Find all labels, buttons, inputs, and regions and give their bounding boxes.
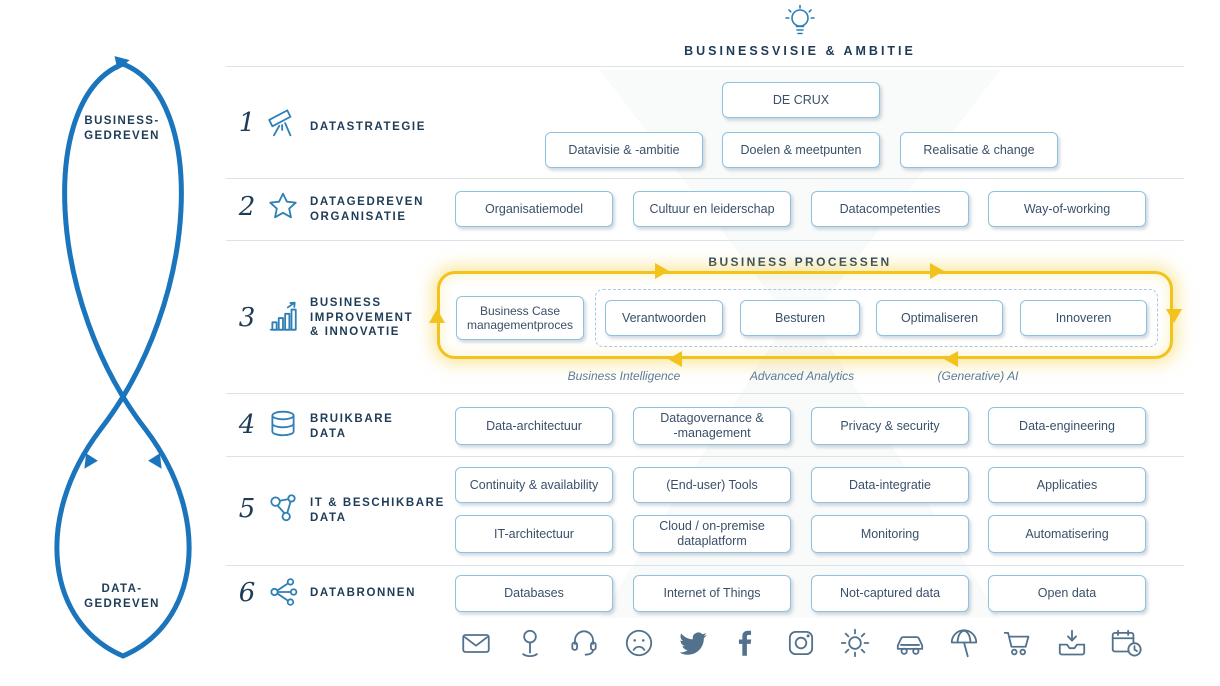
box-realisatie-change: Realisatie & change	[900, 132, 1058, 168]
sad-face-icon	[622, 626, 656, 660]
separator	[226, 565, 1184, 566]
infinity-loop-graphic	[54, 56, 192, 659]
calendar-clock-icon	[1109, 626, 1143, 660]
instagram-icon	[784, 626, 818, 660]
box-datavisie-ambitie: Datavisie & -ambitie	[545, 132, 703, 168]
row-number-4: 4	[238, 410, 256, 440]
molecule-icon	[266, 491, 300, 525]
loop-label-business-gedreven: BUSINESS- GEDREVEN	[84, 115, 160, 142]
separator	[226, 66, 1184, 67]
row-number-1: 1	[238, 108, 256, 138]
star-icon	[266, 190, 300, 224]
box-internet-of-things: Internet of Things	[633, 575, 791, 612]
box-datagovernance: Datagovernance & -management	[633, 407, 791, 445]
box-cultuur-leiderschap: Cultuur en leiderschap	[633, 191, 791, 227]
separator	[226, 178, 1184, 179]
flow-arrow-right-1	[655, 263, 669, 279]
beach-umbrella-icon	[947, 626, 981, 660]
telescope-icon	[266, 104, 300, 138]
box-doelen-meetpunten: Doelen & meetpunten	[722, 132, 880, 168]
process-group-outline	[595, 289, 1158, 347]
box-innoveren: Innoveren	[1020, 300, 1147, 336]
diagram-title: BUSINESSVISIE & AMBITIE	[684, 44, 916, 58]
flow-arrow-up	[429, 309, 445, 323]
business-processen-title: BUSINESS PROCESSEN	[708, 255, 892, 269]
row-label-it-beschikbare-data: IT & BESCHIKBARE DATA	[310, 497, 445, 524]
map-pin-icon	[513, 626, 547, 660]
box-way-of-working: Way-of-working	[988, 191, 1146, 227]
box-business-case: Business Case managementproces	[456, 296, 584, 340]
twitter-icon	[676, 626, 710, 660]
row-number-5: 5	[238, 494, 256, 524]
row-label-datagedreven-organisatie: DATAGEDREVEN ORGANISATIE	[310, 196, 424, 223]
row-number-2: 2	[238, 192, 256, 222]
box-datacompetenties: Datacompetenties	[811, 191, 969, 227]
shopping-cart-icon	[1001, 626, 1035, 660]
row-label-business-improvement: BUSINESS IMPROVEMENT & INNOVATIE	[310, 297, 414, 338]
envelope-icon	[459, 626, 493, 660]
database-icon	[266, 407, 300, 441]
box-applicaties: Applicaties	[988, 467, 1146, 503]
footnote-generative-ai: (Generative) AI	[937, 369, 1019, 383]
box-cloud-dataplatform: Cloud / on-premise dataplatform	[633, 515, 791, 553]
loop-label-data-gedreven: DATA- GEDREVEN	[84, 583, 160, 610]
box-end-user-tools: (End-user) Tools	[633, 467, 791, 503]
box-open-data: Open data	[988, 575, 1146, 612]
box-verantwoorden: Verantwoorden	[605, 300, 723, 336]
row-number-3: 3	[238, 303, 256, 333]
bar-chart-icon	[266, 300, 300, 334]
flow-arrow-right-2	[930, 263, 944, 279]
box-data-architectuur: Data-architectuur	[455, 407, 613, 445]
row-label-datastrategie: DATASTRATEGIE	[310, 121, 426, 133]
separator	[226, 456, 1184, 457]
box-data-engineering: Data-engineering	[988, 407, 1146, 445]
box-databases: Databases	[455, 575, 613, 612]
box-data-integratie: Data-integratie	[811, 467, 969, 503]
lightbulb-icon	[783, 3, 817, 41]
row-number-6: 6	[238, 578, 256, 608]
box-automatisering: Automatisering	[988, 515, 1146, 553]
box-optimaliseren: Optimaliseren	[876, 300, 1003, 336]
separator	[226, 240, 1184, 241]
inbox-tray-icon	[1055, 626, 1089, 660]
row-label-bruikbare-data: BRUIKBARE DATA	[310, 413, 394, 440]
footnote-business-intelligence: Business Intelligence	[567, 369, 681, 383]
loop-arrowheads	[84, 56, 162, 469]
box-not-captured-data: Not-captured data	[811, 575, 969, 612]
box-it-architectuur: IT-architectuur	[455, 515, 613, 553]
row-label-databronnen: DATABRONNEN	[310, 587, 416, 599]
support-agent-icon	[567, 626, 601, 660]
flow-arrow-left-2	[944, 351, 958, 367]
box-monitoring: Monitoring	[811, 515, 969, 553]
box-continuity-availability: Continuity & availability	[455, 467, 613, 503]
flow-arrow-down	[1166, 309, 1182, 323]
flow-arrow-left-1	[668, 351, 682, 367]
share-network-icon	[266, 575, 300, 609]
car-icon	[893, 626, 927, 660]
separator	[226, 393, 1184, 394]
box-de-crux: DE CRUX	[722, 82, 880, 118]
facebook-icon	[730, 626, 764, 660]
footnote-advanced-analytics: Advanced Analytics	[749, 369, 855, 383]
box-besturen: Besturen	[740, 300, 860, 336]
box-organisatiemodel: Organisatiemodel	[455, 191, 613, 227]
sun-icon	[838, 626, 872, 660]
box-privacy-security: Privacy & security	[811, 407, 969, 445]
